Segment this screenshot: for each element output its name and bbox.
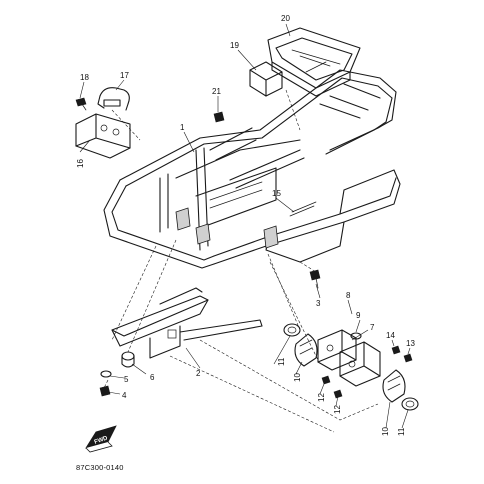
- leader-lines: [79, 23, 411, 429]
- bolt-part-12-b: [333, 389, 343, 399]
- label-part-8: 8: [346, 291, 351, 300]
- lower-bracket-part-2: [111, 287, 263, 359]
- label-part-15: 15: [272, 189, 281, 198]
- label-part-18: 18: [80, 73, 89, 82]
- bolt-part-14: [391, 345, 401, 355]
- ring-part-11-left: [283, 323, 301, 337]
- bushing-part-6: [121, 351, 135, 368]
- plate-part-15: [289, 201, 317, 217]
- bolt-part-3: [309, 269, 321, 289]
- damper-part-10-right: [382, 369, 406, 403]
- nut-part-21: [213, 111, 225, 123]
- label-part-16: 16: [76, 159, 85, 168]
- label-part-11-left: 11: [277, 357, 286, 366]
- ring-part-11-right: [401, 397, 419, 411]
- label-part-9: 9: [356, 311, 361, 320]
- bolt-part-12-a: [321, 375, 331, 385]
- label-part-10-right: 10: [381, 427, 390, 436]
- label-part-5: 5: [124, 375, 129, 384]
- washer-part-5: [100, 370, 112, 378]
- grip-bracket-part-17: [97, 87, 130, 111]
- bolt-part-13: [403, 353, 413, 363]
- label-part-19: 19: [230, 41, 239, 50]
- label-part-17: 17: [120, 71, 129, 80]
- bolt-part-18: [75, 97, 87, 111]
- label-part-4: 4: [122, 391, 127, 400]
- engine-mount-part-7: [317, 329, 381, 387]
- label-part-12-a: 12: [317, 393, 326, 402]
- label-part-10-left: 10: [293, 373, 302, 382]
- label-part-2: 2: [196, 369, 201, 378]
- label-part-11-right: 11: [397, 427, 406, 436]
- label-part-6: 6: [150, 373, 155, 382]
- washer-part-9: [350, 332, 362, 340]
- label-part-7: 7: [370, 323, 375, 332]
- main-frame-part-1: [103, 69, 401, 269]
- fwd-arrow-icon: FWD: [85, 425, 117, 453]
- label-part-21: 21: [212, 87, 221, 96]
- damper-part-10-left: [294, 333, 318, 367]
- label-part-20: 20: [281, 14, 290, 23]
- label-part-12-b: 12: [333, 405, 342, 414]
- assembly-guide-lines: [103, 89, 379, 433]
- bracket-plate-part-16: [75, 113, 131, 159]
- label-part-1: 1: [180, 123, 185, 132]
- diagram-code: 87C300-0140: [76, 463, 124, 472]
- label-part-14: 14: [386, 331, 395, 340]
- rubber-block-part-19: [249, 61, 283, 97]
- label-part-3: 3: [316, 299, 321, 308]
- fwd-badge-label: FWD: [94, 435, 110, 446]
- label-part-13: 13: [406, 339, 415, 348]
- bolt-part-4: [99, 385, 111, 397]
